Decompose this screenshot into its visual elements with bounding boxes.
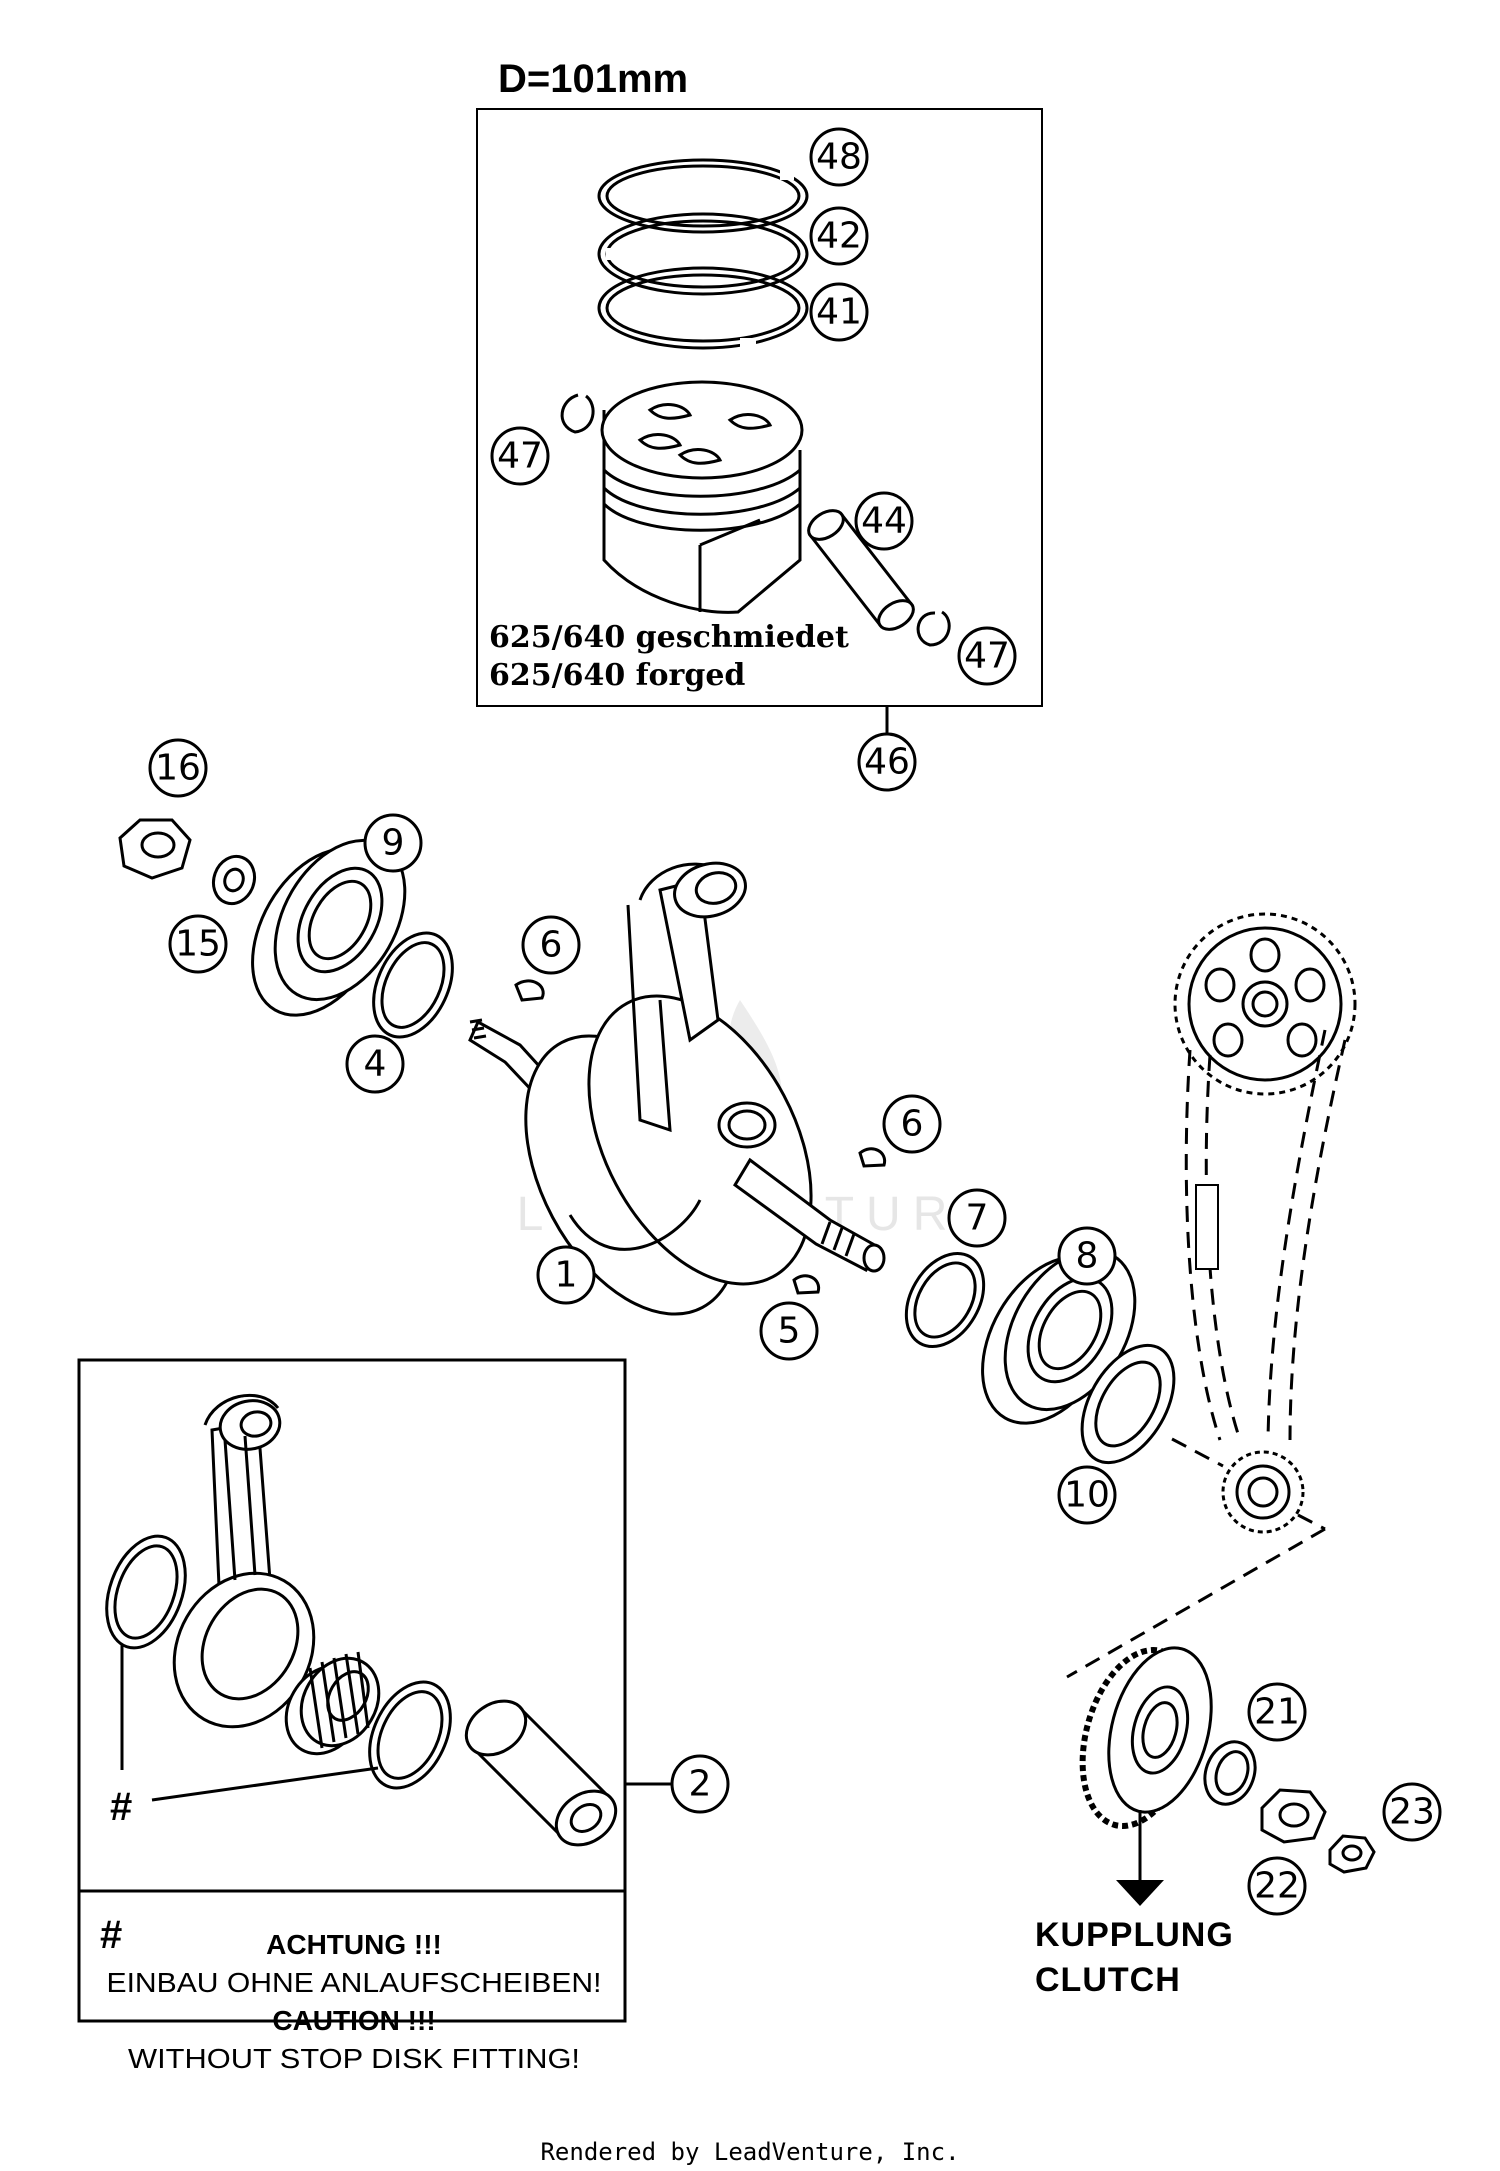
callout-44: 44	[854, 491, 914, 551]
svg-text:44: 44	[861, 501, 907, 542]
clutch-arrow-head	[1116, 1880, 1164, 1906]
svg-text:5: 5	[778, 1311, 801, 1352]
callout-16: 16	[148, 738, 208, 798]
note-einbau: EINBAU OHNE ANLAUFSCHEIBEN!	[107, 1967, 602, 1998]
svg-text:7: 7	[966, 1198, 989, 1239]
svg-text:21: 21	[1254, 1692, 1300, 1733]
washer-15	[211, 854, 257, 906]
woodruff-key-5	[792, 1274, 821, 1295]
svg-text:2: 2	[689, 1764, 712, 1805]
shim-7	[904, 1251, 986, 1349]
callout-21: 21	[1247, 1682, 1307, 1742]
shim-4	[372, 931, 454, 1039]
callout-42: 42	[809, 206, 869, 266]
note-achtung: ACHTUNG !!!	[266, 1929, 442, 1960]
primary-gear	[1079, 1646, 1213, 1829]
piston-ring-42	[597, 212, 809, 296]
svg-text:16: 16	[155, 748, 201, 789]
bearing-9	[251, 838, 407, 1017]
svg-text:10: 10	[1064, 1475, 1110, 1516]
note-without: WITHOUT STOP DISK FITTING!	[128, 2043, 580, 2074]
piston-ring-41	[597, 266, 809, 352]
svg-text:6: 6	[540, 925, 563, 966]
callout-2: 2	[670, 1754, 730, 1814]
callout-4: 4	[345, 1034, 405, 1094]
footer-credit: Rendered by LeadVenture, Inc.	[540, 2138, 959, 2166]
callout-1: 1	[536, 1245, 596, 1305]
piston-note-de: 625/640 geschmiedet	[489, 620, 849, 655]
conrod-thrust-washer-right	[368, 1680, 452, 1790]
callout-10: 10	[1057, 1465, 1117, 1525]
crankshaft	[468, 861, 886, 1316]
callout-8: 8	[1057, 1226, 1117, 1286]
callout-47-right: 47	[957, 626, 1017, 686]
svg-text:47: 47	[497, 436, 543, 477]
circlip-47-right	[916, 610, 951, 647]
callout-6-right: 6	[882, 1094, 942, 1154]
needle-bearing	[284, 1651, 381, 1756]
conrod-kit-rod	[172, 1393, 316, 1729]
svg-text:8: 8	[1076, 1236, 1099, 1277]
svg-text:23: 23	[1389, 1792, 1435, 1833]
timing-chain-assembly	[1066, 912, 1357, 1679]
note-hash: #	[100, 1913, 122, 1957]
callout-46: 46	[857, 732, 917, 792]
svg-text:22: 22	[1254, 1866, 1300, 1907]
conrod-kit-box	[77, 1358, 627, 2023]
seal-10	[1080, 1343, 1176, 1465]
piston-ring-48	[597, 158, 809, 234]
wrist-pin	[807, 509, 915, 631]
svg-text:41: 41	[816, 292, 862, 333]
svg-text:47: 47	[964, 636, 1010, 677]
clutch-label-en: CLUTCH	[1035, 1961, 1181, 1999]
svg-text:9: 9	[382, 823, 405, 864]
nut-23	[1328, 1834, 1376, 1874]
hash-marker: #	[110, 1785, 132, 1829]
callout-41: 41	[809, 282, 869, 342]
clutch-label-de: KUPPLUNG	[1035, 1916, 1234, 1954]
circlip-47-left	[560, 393, 595, 434]
woodruff-key-6-left	[514, 979, 545, 1002]
piston	[600, 380, 804, 614]
lock-washer-21	[1203, 1740, 1257, 1806]
svg-text:46: 46	[864, 742, 910, 783]
bearing-8	[981, 1248, 1137, 1425]
svg-text:48: 48	[816, 137, 862, 178]
callout-15: 15	[168, 914, 228, 974]
leader-hash-right	[151, 1766, 379, 1802]
callout-23: 23	[1382, 1782, 1442, 1842]
crank-pin	[464, 1699, 618, 1847]
note-caution: CAUTION !!!	[272, 2005, 435, 2036]
svg-text:42: 42	[816, 216, 862, 257]
callout-22: 22	[1247, 1856, 1307, 1916]
piston-kit-box	[476, 108, 1043, 707]
svg-text:6: 6	[901, 1104, 924, 1145]
callout-9: 9	[363, 813, 423, 873]
diameter-label: D=101mm	[498, 57, 688, 101]
callout-5: 5	[759, 1301, 819, 1361]
svg-text:1: 1	[555, 1255, 578, 1296]
callout-48: 48	[809, 127, 869, 187]
svg-text:15: 15	[175, 924, 221, 965]
callout-7: 7	[947, 1188, 1007, 1248]
callout-47-left: 47	[490, 426, 550, 486]
callout-6-left: 6	[521, 915, 581, 975]
piston-note-en: 625/640 forged	[489, 658, 745, 693]
svg-text:4: 4	[364, 1044, 387, 1085]
conrod-thrust-washer-left	[105, 1534, 187, 1650]
nut-22	[1260, 1788, 1327, 1844]
nut-16	[118, 818, 192, 880]
woodruff-key-6-right	[858, 1147, 887, 1168]
